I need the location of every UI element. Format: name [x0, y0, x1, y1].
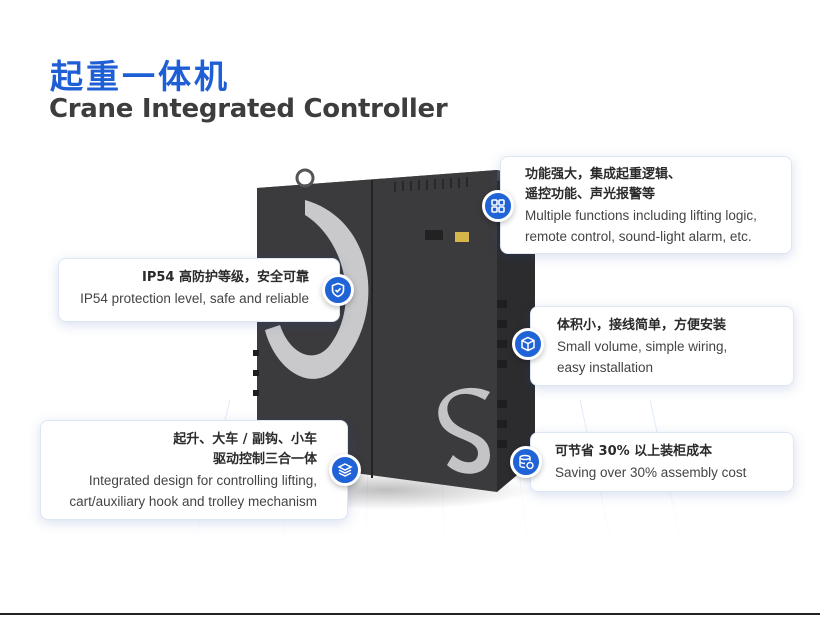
layers-icon: [329, 454, 361, 486]
feature-card-protection: IP54 高防护等级，安全可靠 IP54 protection level, s…: [58, 258, 340, 322]
feature-functions-en-2: remote control, sound-light alarm, etc.: [525, 229, 752, 244]
page-title-cn: 起重一体机: [50, 57, 230, 96]
feature-cost-en: Saving over 30% assembly cost: [555, 465, 747, 480]
feature-protection-cn: IP54 高防护等级，安全可靠: [142, 270, 309, 285]
feature-integration-en-2: cart/auxiliary hook and trolley mechanis…: [69, 494, 317, 509]
feature-card-functions: 功能强大，集成起重逻辑、 遥控功能、声光报警等 Multiple functio…: [500, 156, 792, 254]
feature-integration-cn-2: 驱动控制三合一体: [212, 452, 317, 467]
feature-functions-cn-1: 功能强大，集成起重逻辑、: [525, 167, 682, 182]
bottom-divider: [0, 613, 820, 615]
feature-installation-cn: 体积小，接线简单，方便安装: [557, 318, 727, 333]
feature-card-installation: 体积小，接线简单，方便安装 Small volume, simple wirin…: [530, 306, 794, 386]
feature-card-integration: 起升、大车 / 副钩、小车 驱动控制三合一体 Integrated design…: [40, 420, 348, 520]
feature-cost-cn: 可节省 30% 以上装柜成本: [555, 444, 713, 459]
shield-check-icon: [322, 274, 354, 306]
feature-integration-cn-1: 起升、大车 / 副钩、小车: [173, 432, 317, 447]
feature-installation-en-1: Small volume, simple wiring,: [557, 339, 728, 354]
grid-icon: [482, 190, 514, 222]
controller-cabinet-image: [253, 168, 535, 492]
feature-installation-en-2: easy installation: [557, 360, 654, 375]
feature-protection-en: IP54 protection level, safe and reliable: [80, 291, 309, 306]
cube-icon: [512, 328, 544, 360]
feature-card-cost: 可节省 30% 以上装柜成本 Saving over 30% assembly …: [530, 432, 794, 492]
page-title-en: Crane Integrated Controller: [49, 94, 448, 124]
feature-integration-en-1: Integrated design for controlling liftin…: [88, 473, 317, 488]
feature-functions-cn-2: 遥控功能、声光报警等: [525, 187, 656, 202]
database-cost-icon: [510, 446, 542, 478]
feature-functions-en-1: Multiple functions including lifting log…: [525, 208, 757, 223]
